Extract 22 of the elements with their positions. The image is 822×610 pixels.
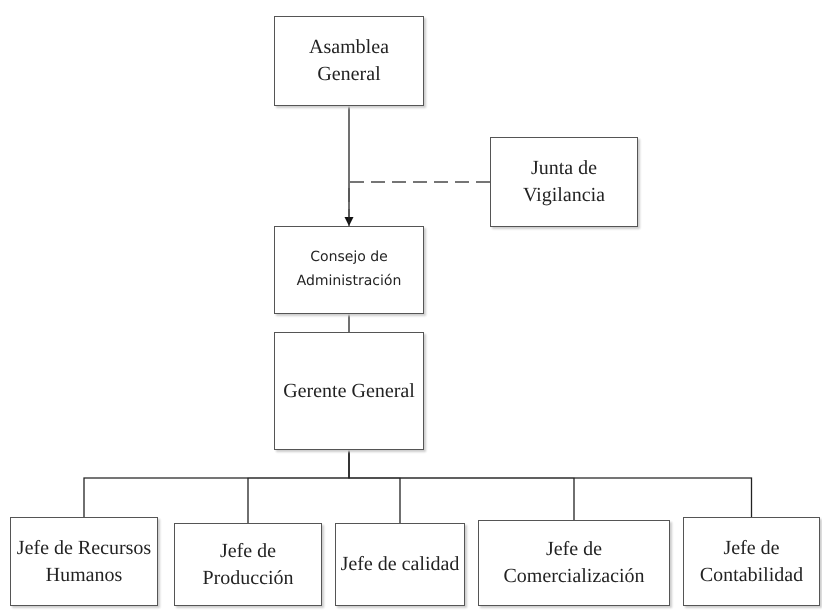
org-box — [274, 332, 424, 450]
org-box — [174, 523, 322, 606]
role-title: Jefe de Producción — [201, 538, 295, 590]
arrow — [344, 106, 354, 226]
role-title: Jefe de Contabilidad — [698, 536, 804, 588]
role-title: Jefe de calidad — [340, 552, 460, 577]
org-box — [490, 137, 638, 227]
role-title: Consejo de Administración — [296, 248, 402, 291]
dashed-connector — [348, 181, 490, 226]
role-title: Gerente General — [282, 378, 416, 404]
org-box — [10, 517, 158, 606]
org-box — [683, 517, 820, 606]
org-box — [478, 520, 670, 606]
role-title: Asamblea General — [308, 35, 390, 87]
role-title: Jefe de Recursos Humanos — [16, 536, 152, 588]
connector-line — [348, 314, 350, 332]
org-box — [274, 226, 424, 314]
connector-line — [348, 450, 752, 517]
org-box — [335, 523, 465, 606]
role-title: Junta de Vigilancia — [522, 156, 606, 208]
role-title: Jefe de Comercialización — [502, 537, 646, 589]
org-box — [274, 16, 424, 106]
